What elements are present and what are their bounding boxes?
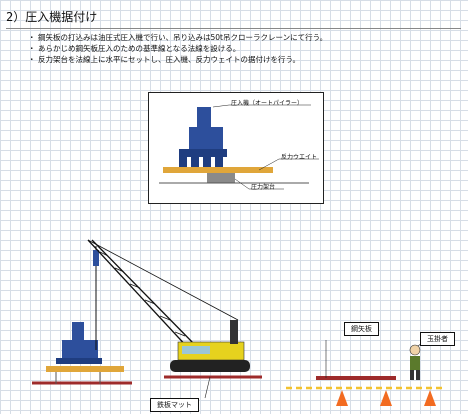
bullet-marker: ・ bbox=[28, 33, 36, 42]
reaction-weight bbox=[46, 366, 124, 372]
machine-base bbox=[179, 149, 227, 157]
crane-hook bbox=[93, 250, 99, 266]
crane-cab-window bbox=[182, 346, 210, 354]
machine-clamp bbox=[179, 157, 187, 167]
reaction-weight bbox=[163, 167, 273, 173]
traffic-cone bbox=[380, 390, 392, 406]
machine-clamp bbox=[203, 157, 211, 167]
crane-boom bbox=[87, 239, 191, 351]
boom-brace bbox=[159, 315, 171, 321]
machine-body bbox=[189, 127, 223, 149]
label-sheet-pile: 鋼矢板 bbox=[344, 322, 379, 336]
reaction-frame bbox=[207, 173, 235, 183]
leader-line bbox=[204, 376, 211, 399]
press-in-machine-figure: 圧入機（オートパイラー） 反力ウエイト 圧力架台 bbox=[148, 92, 324, 204]
worker-body bbox=[410, 356, 420, 370]
bullet-marker: ・ bbox=[28, 55, 36, 64]
label-steel-mat: 鉄板マット bbox=[150, 398, 199, 412]
machine-clamp bbox=[215, 157, 223, 167]
bullet-list: ・ 鋼矢板の打込みは油圧式圧入機で行い、吊り込みは50t吊クローラクレーンにて行… bbox=[28, 32, 448, 65]
worker-head bbox=[409, 344, 421, 356]
bullet-text-2: あらかじめ鋼矢板圧入のための基準線となる法線を設ける。 bbox=[38, 44, 241, 53]
boom-brace bbox=[129, 283, 141, 289]
label-pressure-frame: 圧力架台 bbox=[251, 184, 276, 191]
boom-brace bbox=[114, 267, 125, 273]
label-press-in-machine: 圧入機（オートパイラー） bbox=[231, 100, 304, 107]
pendant-line bbox=[87, 239, 239, 321]
section-heading: 2）圧入機据付け bbox=[6, 8, 461, 29]
leader-line bbox=[234, 178, 250, 190]
worker-leg bbox=[410, 370, 414, 380]
boom-brace bbox=[99, 251, 109, 257]
crane-crawler bbox=[170, 360, 250, 372]
crane-boom bbox=[91, 239, 199, 349]
worker-leg bbox=[416, 370, 420, 380]
bullet-item: ・ あらかじめ鋼矢板圧入のための基準線となる法線を設ける。 bbox=[28, 43, 448, 54]
traffic-cone bbox=[336, 390, 348, 406]
crane-gantry bbox=[230, 320, 238, 344]
boom-brace bbox=[144, 299, 156, 305]
label-reaction-weight: 反力ウエイト bbox=[281, 154, 318, 161]
bullet-text-3: 反力架台を法線上に水平にセットし、圧入機、反力ウェイトの据付けを行う。 bbox=[38, 55, 301, 64]
leader-line bbox=[212, 104, 230, 108]
bullet-text-1: 鋼矢板の打込みは油圧式圧入機で行い、吊り込みは50t吊クローラクレーンにて行う。 bbox=[38, 33, 328, 42]
leader-line bbox=[258, 158, 280, 171]
press-in-machine-drawing bbox=[159, 104, 319, 190]
bullet-item: ・ 鋼矢板の打込みは油圧式圧入機で行い、吊り込みは50t吊クローラクレーンにて行… bbox=[28, 32, 448, 43]
bullet-marker: ・ bbox=[28, 44, 36, 53]
machine-clamp bbox=[191, 157, 199, 167]
boom-brace bbox=[174, 331, 186, 337]
label-signalman: 玉掛者 bbox=[420, 332, 455, 346]
traffic-cone bbox=[424, 390, 436, 406]
bullet-item: ・ 反力架台を法線上に水平にセットし、圧入機、反力ウェイトの据付けを行う。 bbox=[28, 54, 448, 65]
press-in-machine-base bbox=[56, 358, 102, 364]
press-in-machine bbox=[62, 340, 98, 360]
